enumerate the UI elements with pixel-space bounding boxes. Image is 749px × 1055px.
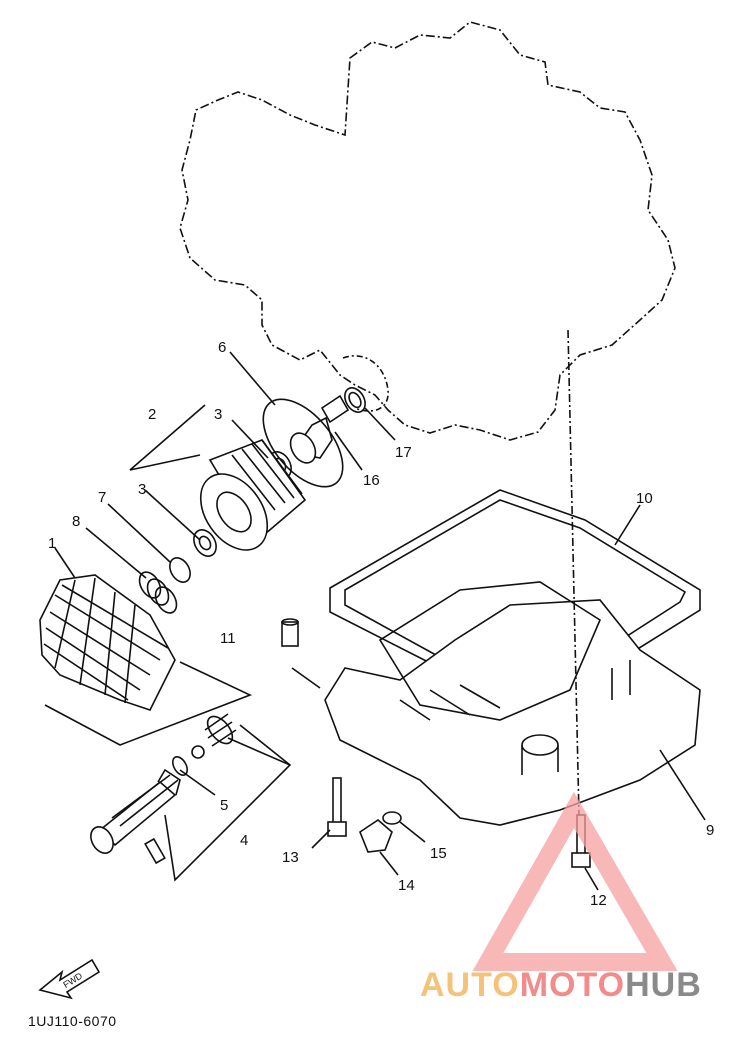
- part-3-gasket-lower: [193, 529, 217, 557]
- bracket-4: [164, 724, 292, 882]
- bracket-2: [129, 404, 206, 471]
- label-part-4: 4: [240, 832, 248, 849]
- bracket-3: [144, 489, 201, 541]
- part-11-dowel: [281, 618, 299, 647]
- watermark-moto: MOTO: [519, 966, 626, 1004]
- part-2-oil-filter: [199, 439, 307, 551]
- leader-8: [85, 527, 147, 579]
- label-part-13: 13: [282, 849, 299, 866]
- leader-10: [614, 504, 641, 546]
- label-part-10: 10: [636, 490, 653, 507]
- leader-4: [227, 737, 291, 766]
- label-part-15: 15: [430, 845, 447, 862]
- watermark-auto: AUTO: [420, 966, 520, 1004]
- part-14-drain-plug: [359, 818, 393, 853]
- watermark-triangle: [472, 791, 678, 971]
- label-part-1: 1: [48, 535, 56, 552]
- leader-3a: [231, 419, 269, 459]
- label-part-9: 9: [706, 822, 714, 839]
- leader-17: [364, 407, 396, 441]
- label-part-6: 6: [218, 339, 226, 356]
- label-part-3-lower: 3: [138, 481, 146, 498]
- leader-6: [229, 351, 276, 406]
- part-15-washer: [382, 811, 402, 825]
- part-7-washer: [169, 557, 191, 583]
- label-part-11: 11: [220, 630, 236, 647]
- part-6-oring: [262, 398, 344, 488]
- part-17-oring: [344, 387, 366, 413]
- bracket-1: [44, 661, 253, 746]
- leader-9: [659, 749, 706, 821]
- part-labels: 1 2 3 3 4 5 6 7 8 9 10 11 12 13 14 15 16…: [48, 339, 714, 909]
- label-part-14: 14: [398, 877, 415, 894]
- label-part-17: 17: [395, 444, 412, 461]
- leader-14: [379, 851, 399, 876]
- leader-15: [399, 821, 426, 843]
- part-10-pan-gasket: [329, 489, 701, 721]
- label-part-5: 5: [220, 797, 228, 814]
- leader-7: [107, 503, 171, 563]
- engine-filter-mount: [342, 355, 389, 412]
- part-9-oil-pan: [324, 581, 701, 826]
- part-13-bolt: [327, 777, 347, 837]
- part-16-union-bolt: [289, 394, 350, 464]
- leader-13: [311, 829, 331, 849]
- leader-11: [291, 667, 321, 689]
- leader-1: [54, 547, 76, 579]
- watermark-text: AUTOMOTOHUB: [420, 966, 702, 1005]
- part-1-strainer: [39, 574, 176, 711]
- label-part-8: 8: [72, 513, 80, 530]
- label-part-3-upper: 3: [214, 406, 222, 423]
- fwd-arrow-icon: FWD: [38, 958, 101, 1000]
- diagram-code: 1UJ110-6070: [28, 1013, 117, 1029]
- watermark-hub: HUB: [625, 966, 702, 1004]
- leader-16: [334, 431, 363, 471]
- engine-outline: [179, 21, 676, 441]
- label-part-7: 7: [98, 489, 106, 506]
- label-part-12: 12: [590, 892, 607, 909]
- label-part-2: 2: [148, 406, 156, 423]
- label-part-16: 16: [363, 472, 380, 489]
- part-8-spring: [138, 571, 178, 614]
- leader-12: [584, 867, 599, 891]
- leader-5: [179, 769, 216, 796]
- part-4-relief-valve: [90, 713, 237, 865]
